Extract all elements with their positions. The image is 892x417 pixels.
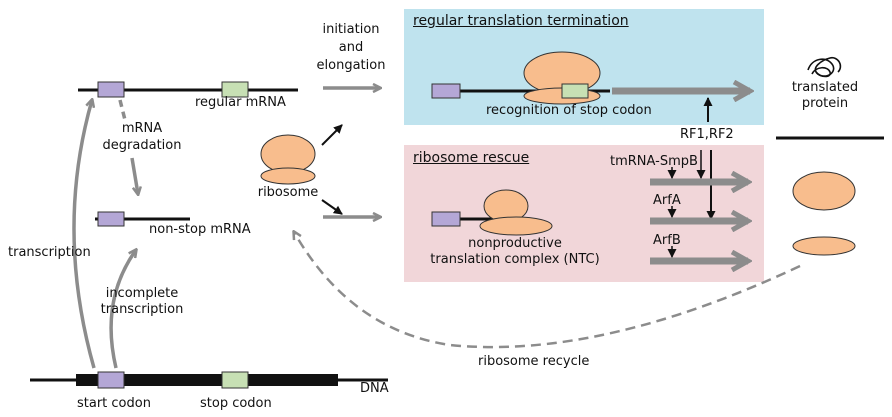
incomplete-transcription-label-2: transcription: [100, 302, 184, 317]
translated-protein-label-1: translated: [791, 80, 859, 95]
recognition-label: recognition of stop codon: [486, 103, 652, 118]
ribosome-small-subunit: [260, 167, 316, 185]
degradation-dash: [118, 99, 127, 121]
stop-codon-box: [221, 81, 249, 98]
transcription-arrow: [72, 100, 96, 369]
initiation-label: initiation: [322, 22, 380, 37]
start-codon-box: [97, 371, 125, 389]
stop-codon-box: [221, 371, 249, 389]
incomplete-transcription-arrow: [109, 250, 136, 369]
released-small-subunit: [792, 236, 856, 256]
ntc-ribosome-small-subunit: [479, 216, 553, 236]
start-codon-box: [431, 83, 461, 99]
ribosome-recycle-arrow: [294, 232, 801, 349]
transcription-label: transcription: [8, 245, 91, 260]
termination-panel-title: regular translation termination: [413, 13, 629, 29]
mrna-degradation-label-1: mRNA: [121, 121, 163, 136]
degradation-arrow: [130, 157, 138, 194]
stop-codon-box: [561, 83, 589, 99]
mrna-degradation-label-2: degradation: [102, 138, 182, 153]
dna-gene-bar: [76, 374, 338, 386]
non-stop-mrna-label: non-stop mRNA: [149, 222, 251, 237]
ribosome-to-termination-arrow: [321, 124, 343, 146]
regular-mrna-label: regular mRNA: [195, 95, 286, 110]
arfa-label: ArfA: [653, 193, 681, 208]
released-large-subunit: [792, 171, 856, 211]
ntc-label-1: nonproductive: [468, 236, 562, 251]
elongation-label: elongation: [316, 58, 386, 73]
and-label: and: [338, 40, 364, 55]
incomplete-transcription-label-1: incomplete: [105, 286, 179, 301]
start-codon-label: start codon: [77, 396, 151, 411]
rescue-panel-title: ribosome rescue: [413, 150, 530, 166]
release-factors-label: RF1,RF2: [680, 127, 734, 142]
start-codon-box: [97, 81, 125, 98]
ribosome-label: ribosome: [257, 185, 319, 200]
ribosome-large-subunit: [260, 134, 316, 174]
translated-protein-squiggle: [807, 56, 842, 78]
translated-protein-label-2: protein: [801, 96, 849, 111]
start-codon-box: [431, 211, 461, 227]
ntc-label-2: translation complex (NTC): [430, 252, 600, 267]
dna-label: DNA: [360, 381, 389, 396]
ribosome-to-rescue-arrow: [321, 199, 343, 215]
ribosome-recycle-label: ribosome recycle: [478, 354, 590, 369]
tmrna-smpb-label: tmRNA-SmpB: [610, 154, 698, 169]
arfb-label: ArfB: [653, 233, 681, 248]
start-codon-box: [97, 211, 125, 227]
stop-codon-label: stop codon: [200, 396, 272, 411]
